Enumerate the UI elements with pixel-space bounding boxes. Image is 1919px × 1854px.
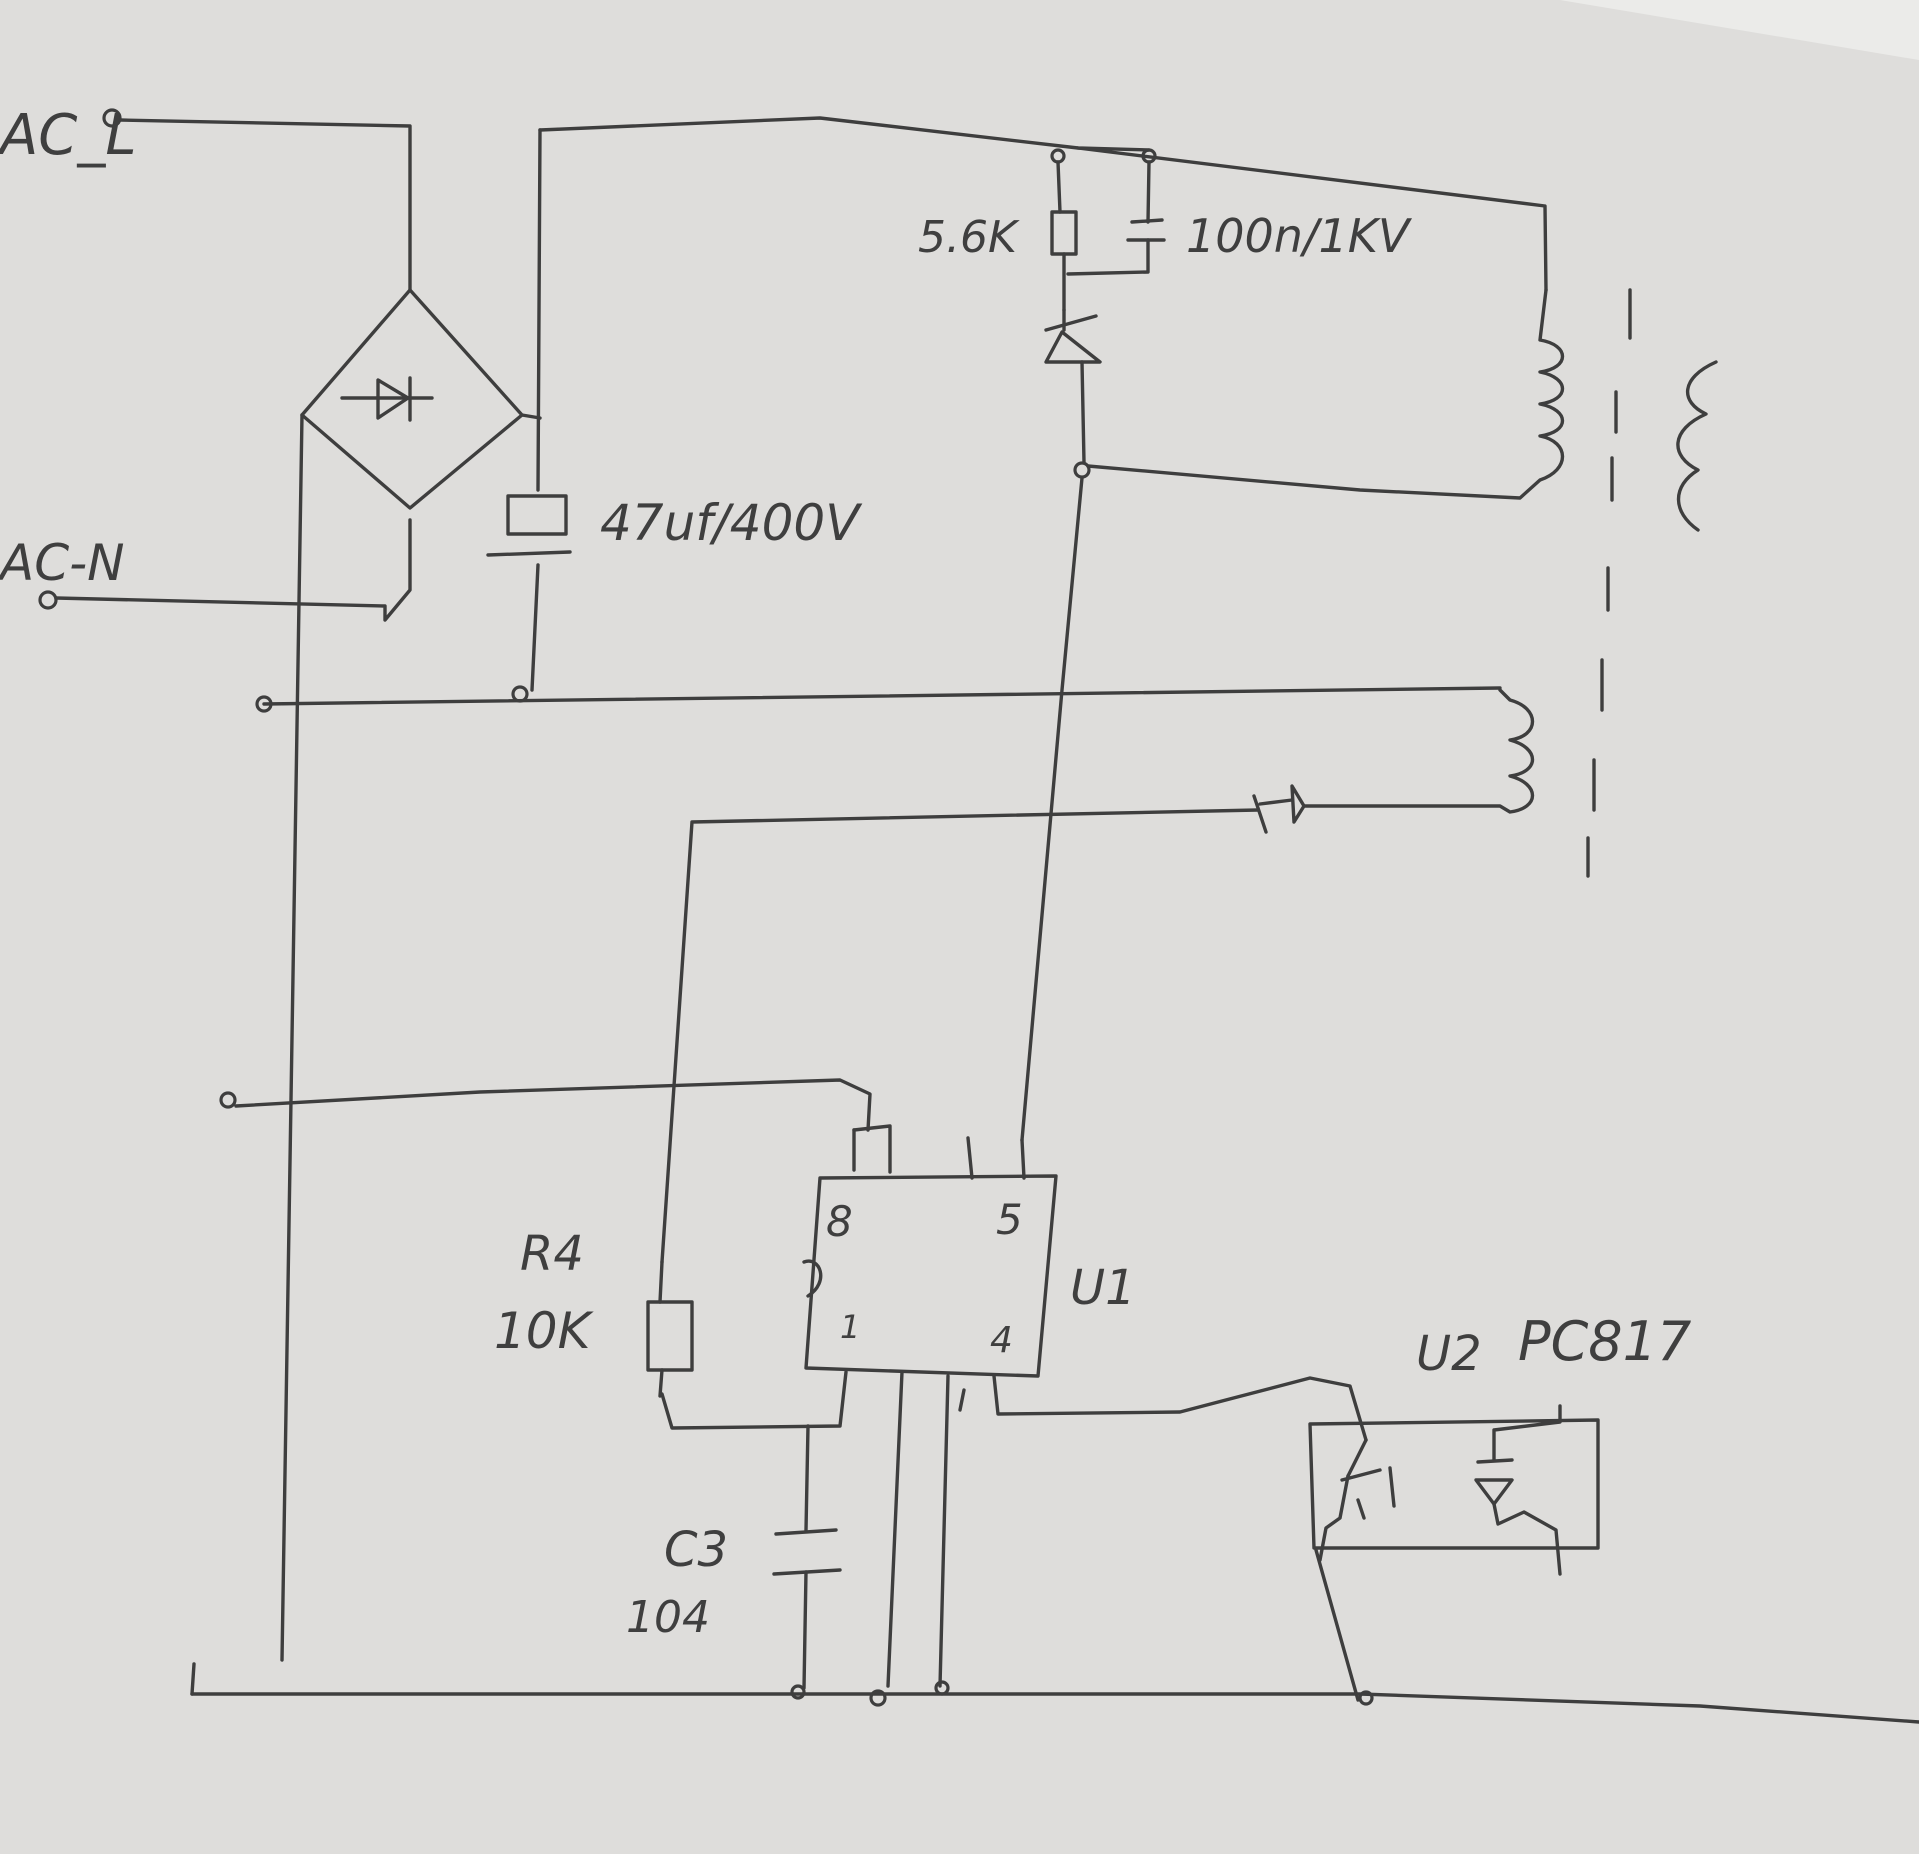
label-snubber-resistor: 5.6K <box>918 212 1020 263</box>
paper-edge <box>1560 0 1919 60</box>
label-r4-value: 10K <box>494 1302 595 1360</box>
primary-winding <box>1086 288 1565 500</box>
ac-inputs <box>38 108 412 622</box>
bridge-rectifier <box>280 288 542 1662</box>
optocoupler-u2 <box>1308 1404 1600 1702</box>
label-u1: U1 <box>1070 1260 1136 1316</box>
label-bulk-capacitor: 47uf/400V <box>600 494 863 552</box>
aux-winding <box>1302 688 1535 814</box>
junction-dot <box>511 685 529 703</box>
capacitor-c3 <box>772 1424 842 1690</box>
label-u2-part: PC817 <box>1518 1310 1691 1373</box>
snubber-network <box>1050 146 1548 312</box>
label-c3-ref: C3 <box>664 1522 728 1578</box>
label-c3-value: 104 <box>626 1592 710 1643</box>
label-snubber-capacitor: 100n/1KV <box>1186 209 1413 263</box>
label-pin-4: 4 <box>990 1320 1013 1361</box>
label-pin-8: 8 <box>826 1197 853 1246</box>
ground-rail <box>190 1662 1919 1724</box>
label-r4-ref: R4 <box>520 1226 584 1282</box>
bulk-cap-top-lead <box>536 128 542 492</box>
transformer-core <box>1586 288 1632 878</box>
clamp-diode <box>1044 308 1102 479</box>
aux-diode <box>660 784 1306 1264</box>
bulk-capacitor <box>486 494 572 692</box>
junction-dot <box>255 695 273 713</box>
secondary-winding <box>1676 360 1718 532</box>
primary-return-rail <box>262 686 1502 706</box>
drain-line <box>1020 476 1084 1142</box>
label-pin-1: 1 <box>840 1308 860 1346</box>
ic-u1 <box>660 1136 1368 1688</box>
resistor-r4 <box>646 1260 694 1398</box>
hv-rail <box>538 116 1151 152</box>
label-ac-l: AC_L <box>0 103 137 168</box>
label-u2: U2 <box>1416 1326 1482 1382</box>
label-ac-n: AC-N <box>0 534 125 592</box>
vcc-line <box>219 1078 892 1174</box>
label-pin-5: 5 <box>996 1195 1023 1244</box>
